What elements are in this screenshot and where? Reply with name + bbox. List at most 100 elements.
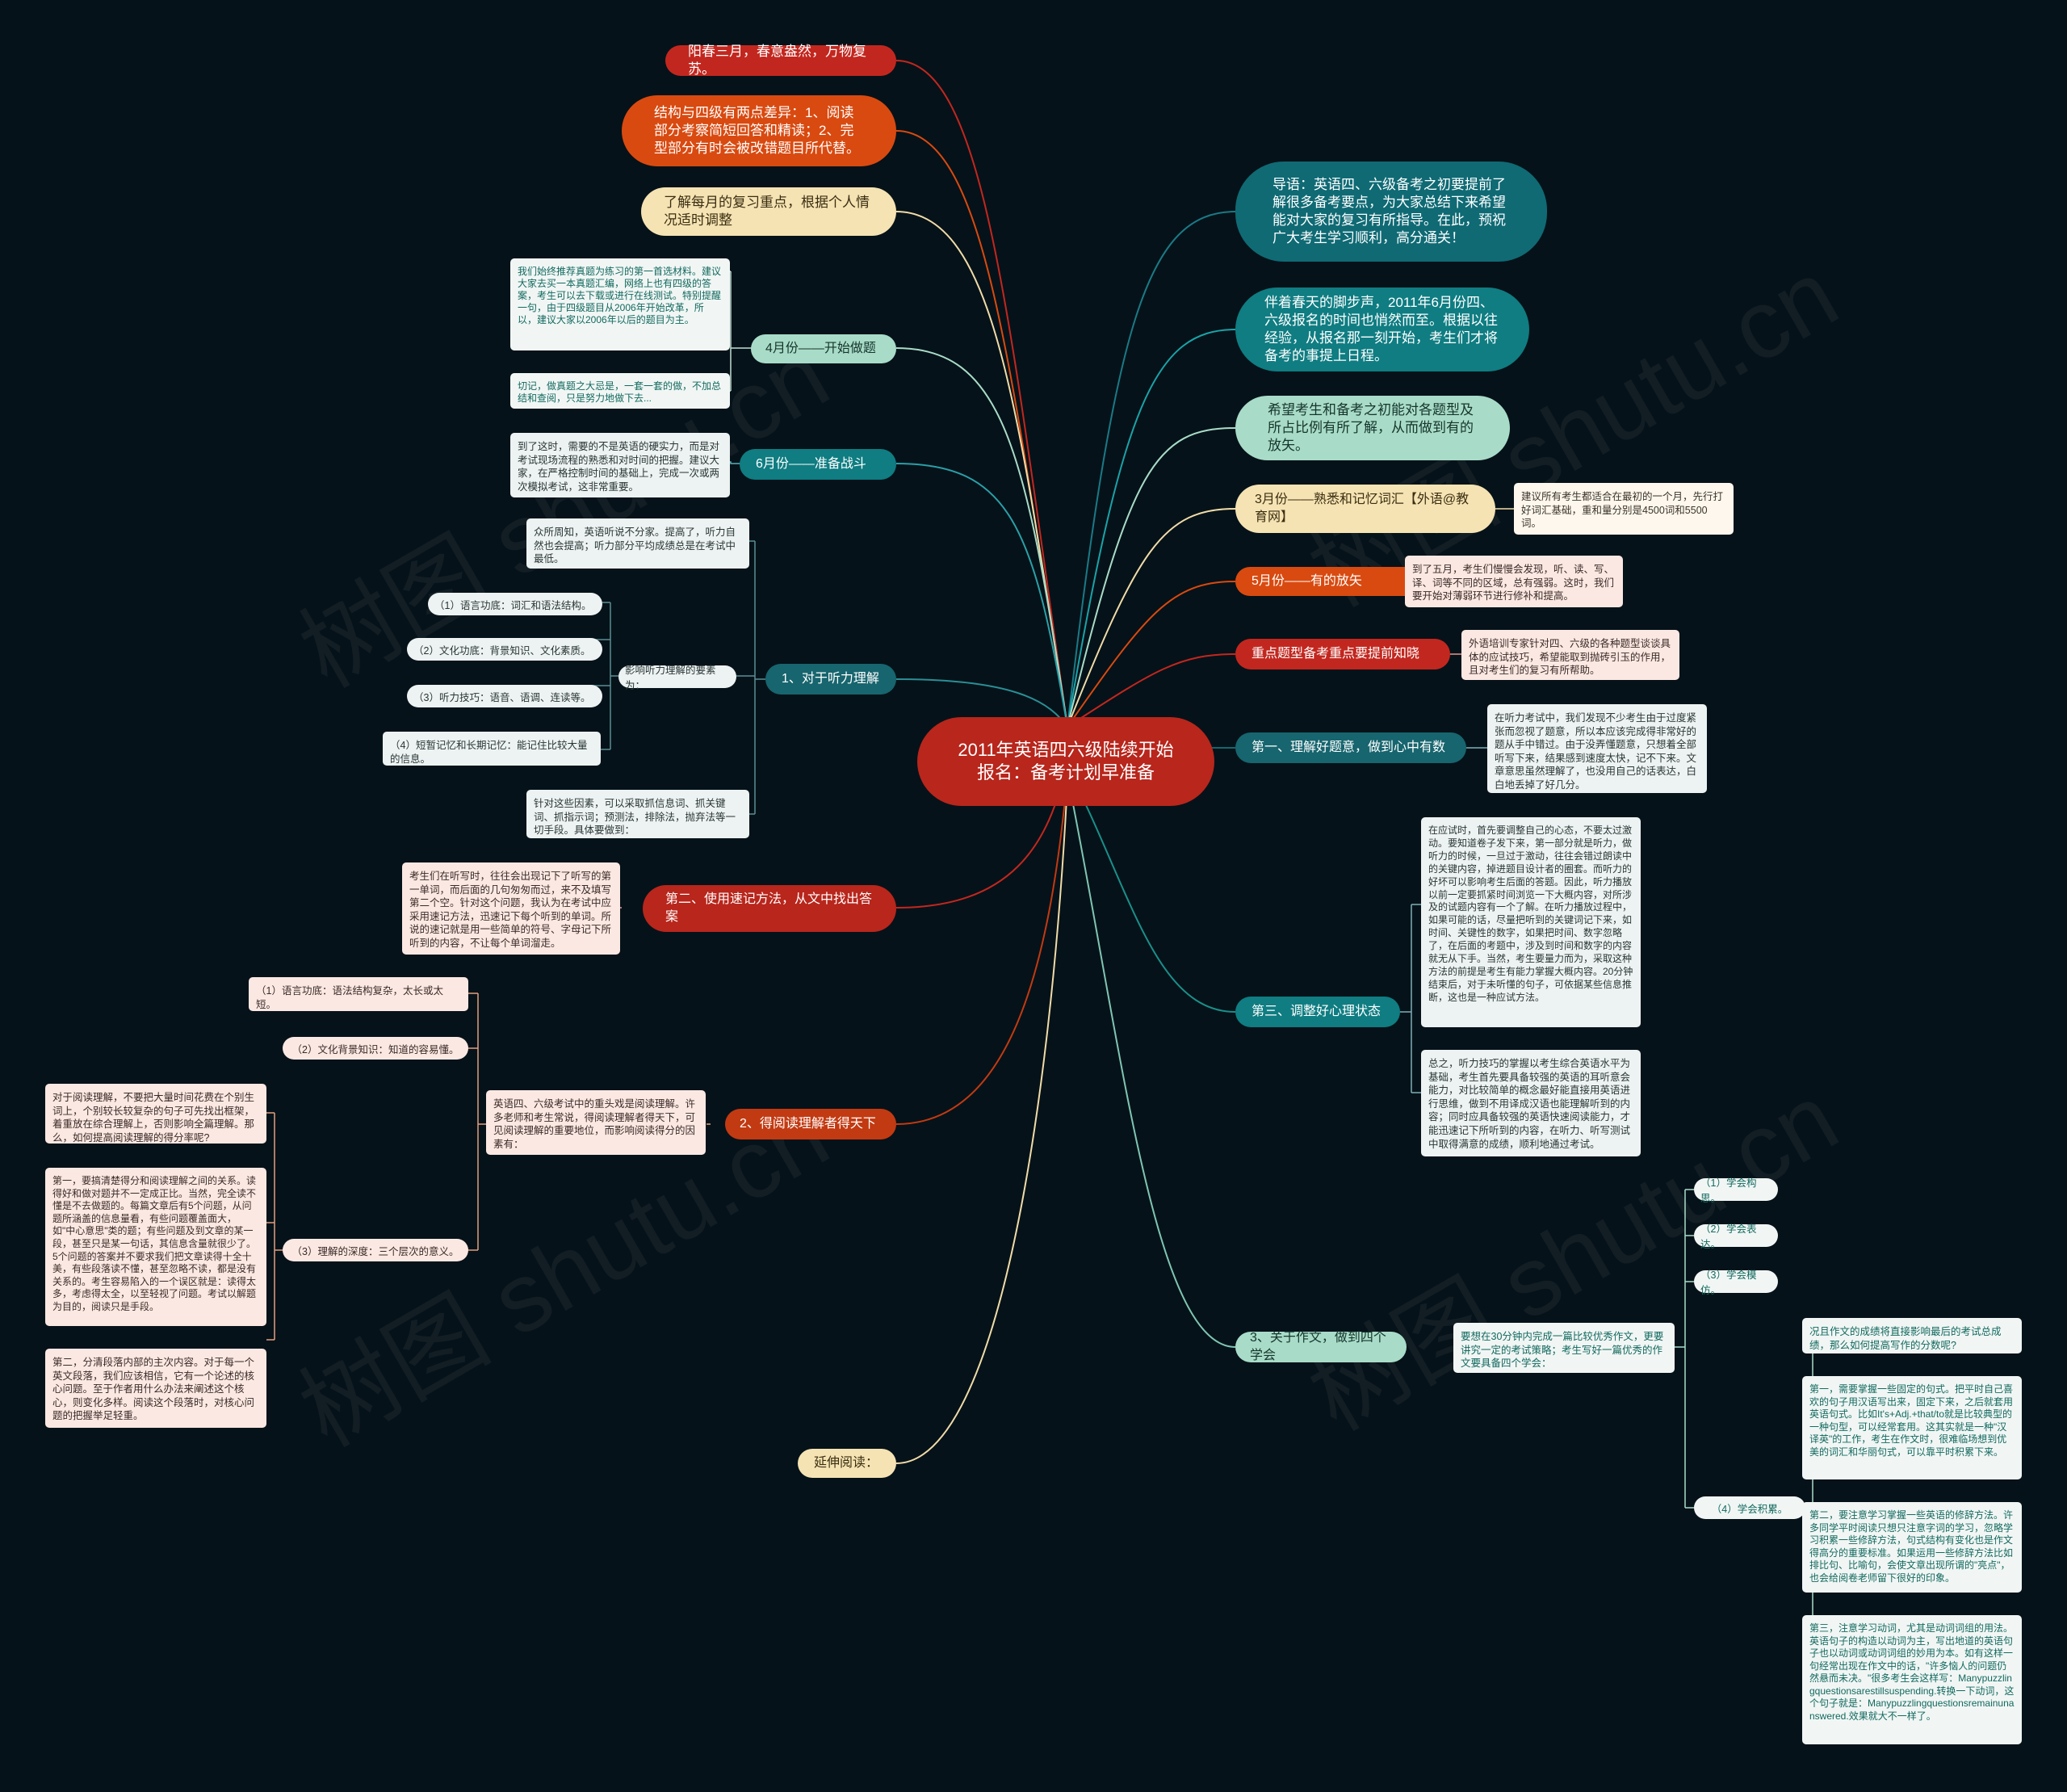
listening-factor-4: （4）短暂记忆和长期记忆：能记住比较大量的信息。 (383, 732, 601, 766)
branch-extend[interactable]: 延伸阅读： (798, 1449, 896, 1478)
writing-accum-4-text: 第三，注意学习动词，尤其是动词词组的用法。英语句子的构造以动词为主，写出地道的英… (1809, 1622, 2015, 1722)
branch-structure-text: 结构与四级有两点差异：1、阅读部分考察简短回答和精读；2、完型部分有时会被改错题… (654, 105, 860, 156)
writing-sub-2-text: （2）学会表达。 (1700, 1223, 1757, 1250)
key-card: 外语培训专家针对四、六级的各种题型谈谈具体的应试技巧，希望能取到抛砖引玉的作用，… (1461, 630, 1679, 680)
march-card: 建议所有考生都适合在最初的一个月，先行打好词汇基础，重和量分别是4500词和55… (1514, 483, 1734, 535)
listening-factor-1-text: （1）语言功底：词汇和语法结构。 (434, 599, 592, 611)
branch-april[interactable]: 4月份——开始做题 (751, 334, 896, 363)
branch-key[interactable]: 重点题型备考重点要提前知晓 (1235, 639, 1450, 669)
reading-item-1-text: （1）语言功底：语法结构复杂，太长或太短。 (256, 985, 443, 1010)
reading-item-2-text: （2）文化背景知识：知道的容易懂。 (291, 1043, 459, 1055)
listening-factor-2: （2）文化功底：背景知识、文化素质。 (407, 638, 602, 661)
branch-understand-text: 第一、理解好题意，做到心中有数 (1252, 741, 1446, 754)
writing-accum-2-text: 第一，需要掌握一些固定的句式。把平时自己喜欢的句子用汉语写出来，固定下来，之后就… (1809, 1383, 2014, 1458)
writing-sub-2: （2）学会表达。 (1694, 1223, 1778, 1250)
writing-sub-4: （4）学会积累。 (1694, 1496, 1805, 1519)
branch-march[interactable]: 3月份——熟悉和记忆词汇【外语@教育网】 (1235, 485, 1495, 533)
reading-item-2: （2）文化背景知识：知道的容易懂。 (283, 1037, 468, 1060)
branch-notes[interactable]: 第二、使用速记方法，从文中找出答案 (643, 885, 896, 932)
april-card-warning: 切记，做真题之大忌是，一套一套的做，不加总结和查阅，只是努力地做下去... (510, 373, 730, 409)
reading-intro-card: 英语四、六级考试中的重头戏是阅读理解。许多老师和考生常说，得阅读理解者得天下，可… (486, 1090, 706, 1155)
june-card-text: 到了这时，需要的不是英语的硬实力，而是对考试现场流程的熟悉和对时间的把握。建议大… (518, 441, 720, 493)
writing-accum-3: 第二，要注意学习掌握一些英语的修辞方法。许多同学平时阅读只想只注意字词的学习，忽… (1802, 1502, 2022, 1593)
central-topic[interactable]: 2011年英语四六级陆续开始报名：备考计划早准备 (917, 717, 1214, 806)
mental-card-1-text: 在应试时，首先要调整自己的心态，不要太过激动。要知道卷子发下来，第一部分就是听力… (1428, 825, 1633, 1003)
branch-understand[interactable]: 第一、理解好题意，做到心中有数 (1235, 732, 1466, 763)
branch-extend-text: 延伸阅读： (814, 1456, 879, 1470)
listening-intro-text: 众所周知，英语听说不分家。提高了，听力自然也会提高；听力部分平均成绩总是在考试中… (534, 527, 736, 565)
reading-deep-2-text: 第一，要搞清楚得分和阅读理解之间的关系。读得好和做对题并不一定成正比。当然，完全… (52, 1175, 257, 1312)
branch-monthly-text: 了解每月的复习重点，根据个人情况适时调整 (664, 195, 870, 228)
april-card-warning-text: 切记，做真题之大忌是，一套一套的做，不加总结和查阅，只是努力地做下去... (518, 380, 722, 404)
branch-april-text: 4月份——开始做题 (765, 342, 876, 355)
branch-monthly[interactable]: 了解每月的复习重点，根据个人情况适时调整 (641, 187, 896, 236)
branch-writing-text: 3、关于作文，做到四个学会 (1250, 1331, 1386, 1362)
june-card: 到了这时，需要的不是英语的硬实力，而是对考试现场流程的熟悉和对时间的把握。建议大… (510, 433, 730, 497)
branch-spring[interactable]: 阳春三月，春意盎然，万物复苏。 (665, 44, 896, 77)
mental-card-1: 在应试时，首先要调整自己的心态，不要太过激动。要知道卷子发下来，第一部分就是听力… (1421, 817, 1641, 1027)
listening-outro-card: 针对这些因素，可以采取抓信息词、抓关键词、抓指示词；预测法，排除法，抛弃法等一切… (526, 790, 749, 838)
writing-sub-1: （1）学会构思。 (1694, 1177, 1778, 1204)
listening-factor-3-text: （3）听力技巧：语音、语调、连读等。 (413, 691, 591, 703)
branch-intro[interactable]: 导语：英语四、六级备考之初要提前了解很多备考要点，为大家总结下来希望能对大家的复… (1235, 162, 1547, 262)
branch-mental-text: 第三、调整好心理状态 (1252, 1005, 1381, 1018)
notes-card-text: 考生们在听写时，往往会出现记下了听写的第一单词，而后面的几句匆匆而过，来不及填写… (409, 871, 612, 949)
writing-accum-3-text: 第二，要注意学习掌握一些英语的修辞方法。许多同学平时阅读只想只注意字词的学习，忽… (1809, 1509, 2014, 1584)
key-card-text: 外语培训专家针对四、六级的各种题型谈谈具体的应试技巧，希望能取到抛砖引玉的作用，… (1469, 638, 1671, 677)
april-card-practice-text: 我们始终推荐真题为练习的第一首选材料。建议大家去买一本真题汇编，网络上也有四级的… (518, 266, 722, 325)
writing-sub-4-text: （4）学会积累。 (1711, 1503, 1788, 1515)
writing-accum-4: 第三，注意学习动词，尤其是动词词组的用法。英语句子的构造以动词为主，写出地道的英… (1802, 1615, 2022, 1744)
writing-accum-1-text: 况且作文的成绩将直接影响最后的考试总成绩，那么如何提高写作的分数呢? (1809, 1326, 2002, 1351)
branch-listening-text: 1、对于听力理解 (782, 672, 879, 686)
mental-card-2: 总之，听力技巧的掌握以考生综合英语水平为基础，考生首先要具备较强的英语的耳听意会… (1421, 1050, 1641, 1156)
branch-writing[interactable]: 3、关于作文，做到四个学会 (1235, 1331, 1407, 1362)
reading-deep-3: 第二，分清段落内部的主次内容。对于每一个英文段落，我们应该相信，它有一个论述的核… (45, 1349, 266, 1428)
branch-register-text: 伴着春天的脚步声，2011年6月份四、六级报名的时间也悄然而至。根据以往经验，从… (1264, 295, 1498, 363)
understand-card-text: 在听力考试中，我们发现不少考生由于过度紧张而忽视了题意，所以本应该完成得非常好的… (1495, 712, 1697, 791)
may-card: 到了五月，考生们慢慢会发现，听、读、写、译、词等不同的区域，总有强弱。这时，我们… (1405, 556, 1623, 607)
march-card-text: 建议所有考生都适合在最初的一个月，先行打好词汇基础，重和量分别是4500词和55… (1521, 491, 1724, 530)
reading-item-1: （1）语言功底：语法结构复杂，太长或太短。 (249, 977, 468, 1011)
april-card-practice: 我们始终推荐真题为练习的第一首选材料。建议大家去买一本真题汇编，网络上也有四级的… (510, 258, 730, 350)
writing-accum-2: 第一，需要掌握一些固定的句式。把平时自己喜欢的句子用汉语写出来，固定下来，之后就… (1802, 1376, 2022, 1479)
branch-key-text: 重点题型备考重点要提前知晓 (1252, 647, 1420, 661)
branch-structure[interactable]: 结构与四级有两点差异：1、阅读部分考察简短回答和精读；2、完型部分有时会被改错题… (622, 95, 896, 166)
listening-factor-4-text: （4）短暂记忆和长期记忆：能记住比较大量的信息。 (390, 740, 588, 765)
listening-factor-3: （3）听力技巧：语音、语调、连读等。 (407, 685, 602, 707)
writing-sub-1-text: （1）学会构思。 (1700, 1177, 1757, 1204)
mental-card-2-text: 总之，听力技巧的掌握以考生综合英语水平为基础，考生首先要具备较强的英语的耳听意会… (1428, 1058, 1631, 1150)
branch-june-text: 6月份——准备战斗 (756, 457, 866, 471)
reading-item-3: （3）理解的深度：三个层次的意义。 (283, 1239, 468, 1261)
listening-outro-text: 针对这些因素，可以采取抓信息词、抓关键词、抓指示词；预测法，排除法，抛弃法等一切… (534, 798, 736, 837)
listening-intro-card: 众所周知，英语听说不分家。提高了，听力自然也会提高；听力部分平均成绩总是在考试中… (526, 518, 749, 569)
branch-reading[interactable]: 2、得阅读理解者得天下 (725, 1109, 896, 1139)
listening-factors-label-text: 影响听力理解的要素为： (625, 665, 716, 691)
branch-reading-text: 2、得阅读理解者得天下 (740, 1117, 876, 1131)
reading-deep-1-text: 对于阅读理解，不要把大量时间花费在个别生词上，个别较长较复杂的句子可先找出框架，… (52, 1092, 255, 1144)
reading-item-3-text: （3）理解的深度：三个层次的意义。 (291, 1245, 459, 1257)
branch-intro-text: 导语：英语四、六级备考之初要提前了解很多备考要点，为大家总结下来希望能对大家的复… (1272, 177, 1506, 246)
writing-intro-card: 要想在30分钟内完成一篇比较优秀作文，更要讲究一定的考试策略；考生写好一篇优秀的… (1453, 1323, 1675, 1373)
reading-intro-text: 英语四、六级考试中的重头戏是阅读理解。许多老师和考生常说，得阅读理解者得天下，可… (493, 1098, 696, 1150)
branch-june[interactable]: 6月份——准备战斗 (740, 449, 896, 480)
reading-deep-3-text: 第二，分清段落内部的主次内容。对于每一个英文段落，我们应该相信，它有一个论述的核… (52, 1357, 255, 1422)
branch-hope[interactable]: 希望考生和备考之初能对各题型及所占比例有所了解，从而做到有的放矢。 (1235, 396, 1510, 460)
writing-sub-3: （3）学会模仿。 (1694, 1270, 1778, 1296)
branch-march-text: 3月份——熟悉和记忆词汇【外语@教育网】 (1255, 493, 1470, 524)
branch-mental[interactable]: 第三、调整好心理状态 (1235, 997, 1400, 1027)
reading-deep-2: 第一，要搞清楚得分和阅读理解之间的关系。读得好和做对题并不一定成正比。当然，完全… (45, 1168, 266, 1326)
writing-sub-3-text: （3）学会模仿。 (1700, 1270, 1757, 1296)
may-card-text: 到了五月，考生们慢慢会发现，听、读、写、译、词等不同的区域，总有强弱。这时，我们… (1412, 564, 1615, 602)
reading-deep-1: 对于阅读理解，不要把大量时间花费在个别生词上，个别较长较复杂的句子可先找出框架，… (45, 1084, 266, 1144)
notes-card: 考生们在听写时，往往会出现记下了听写的第一单词，而后面的几句匆匆而过，来不及填写… (402, 862, 620, 955)
branch-notes-text: 第二、使用速记方法，从文中找出答案 (665, 892, 873, 924)
branch-spring-text: 阳春三月，春意盎然，万物复苏。 (688, 44, 866, 77)
listening-factor-2-text: （2）文化功底：背景知识、文化素质。 (413, 644, 591, 657)
listening-factors-label: 影响听力理解的要素为： (618, 665, 736, 691)
branch-may-text: 5月份——有的放矢 (1252, 574, 1362, 588)
branch-listening[interactable]: 1、对于听力理解 (765, 664, 896, 695)
branch-register[interactable]: 伴着春天的脚步声，2011年6月份四、六级报名的时间也悄然而至。根据以往经验，从… (1235, 287, 1529, 371)
writing-accum-1: 况且作文的成绩将直接影响最后的考试总成绩，那么如何提高写作的分数呢? (1802, 1318, 2022, 1353)
central-topic-text: 2011年英语四六级陆续开始报名：备考计划早准备 (958, 740, 1174, 783)
writing-intro-text: 要想在30分钟内完成一篇比较优秀作文，更要讲究一定的考试策略；考生写好一篇优秀的… (1461, 1331, 1664, 1370)
